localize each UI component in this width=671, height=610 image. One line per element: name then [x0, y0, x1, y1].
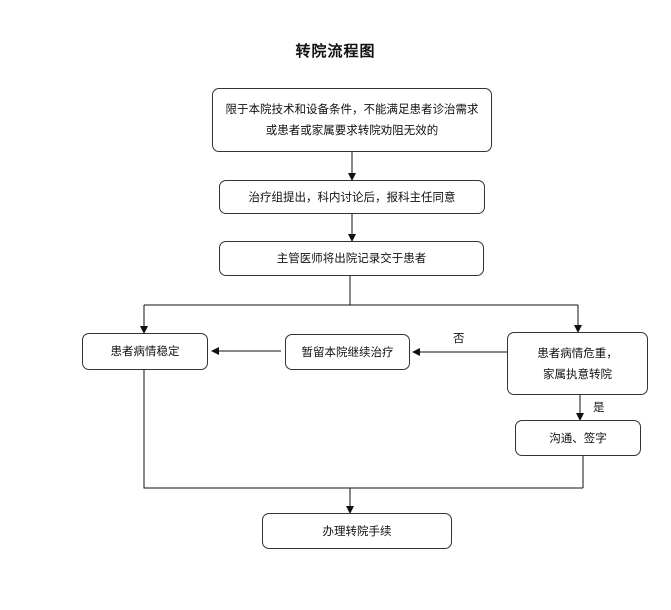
stay-label: 暂留本院继续治疗 [301, 344, 394, 359]
stable-box: 患者病情稳定 [82, 333, 208, 370]
merge-connector [143, 370, 584, 489]
start-condition-line1: 限于本院技术和设备条件，不能满足患者诊治需求 [225, 102, 479, 116]
transfer-box: 办理转院手续 [262, 513, 452, 549]
critical-line1: 患者病情危重， [537, 345, 618, 360]
communicate-label: 沟通、签字 [549, 430, 607, 445]
branch-connector [144, 276, 578, 306]
communicate-box: 沟通、签字 [515, 420, 641, 456]
critical-box: 患者病情危重， 家属执意转院 [507, 332, 648, 395]
edge-label-no: 否 [453, 331, 465, 345]
discuss-box: 治疗组提出，科内讨论后，报科主任同意 [219, 180, 485, 214]
edge-label-yes: 是 [593, 400, 605, 414]
record-label: 主管医师将出院记录交于患者 [276, 251, 427, 265]
record-box: 主管医师将出院记录交于患者 [219, 241, 484, 276]
start-condition-line2: 或患者或家属要求转院劝阻无效的 [265, 123, 439, 137]
start-condition-box: 限于本院技术和设备条件，不能满足患者诊治需求 或患者或家属要求转院劝阻无效的 [212, 88, 492, 152]
stay-box: 暂留本院继续治疗 [285, 334, 410, 370]
discuss-label: 治疗组提出，科内讨论后，报科主任同意 [248, 189, 456, 204]
page-title: 转院流程图 [295, 42, 376, 60]
stable-label: 患者病情稳定 [110, 344, 180, 358]
transfer-label: 办理转院手续 [322, 523, 392, 538]
critical-line2: 家属执意转院 [543, 366, 612, 381]
